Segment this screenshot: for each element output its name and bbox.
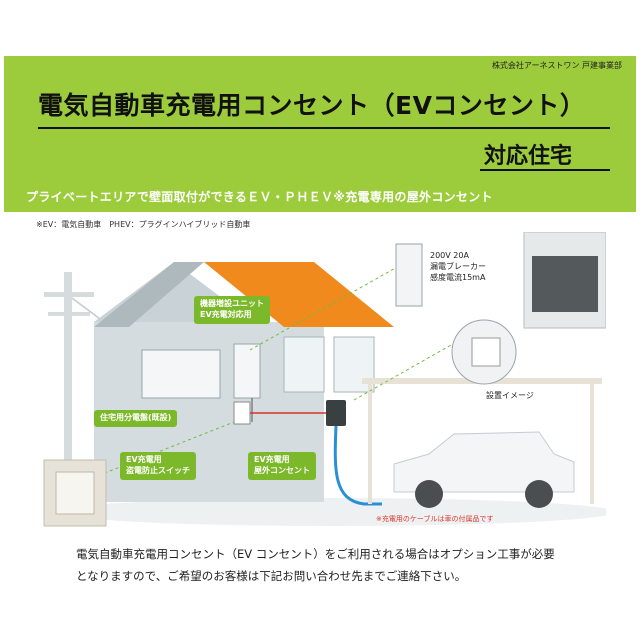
footnote: ※EV：電気自動車 PHEV：プラグインハイブリッド自動車: [36, 220, 251, 229]
window: [283, 336, 325, 393]
expansion-unit-label: 機器増設ユニット EV充電対応用: [194, 296, 270, 324]
pole-crossbar-2: [48, 312, 90, 316]
body-text: 電気自動車充電用コンセント（EV コンセント）をご利用される場合はオプション工事…: [76, 543, 596, 587]
ground-shadow: [54, 498, 614, 526]
charging-cable: [333, 425, 382, 506]
subtitle-underline: [480, 169, 610, 171]
outlet-cover: [532, 256, 598, 312]
anti-theft-switch: [233, 401, 251, 425]
illustration: 機器増設ユニット EV充電対応用 住宅用分電盤(既設) EV充電用 盗電防止スイ…: [34, 231, 614, 532]
roof-side: [94, 262, 204, 327]
carport-post: [368, 384, 372, 504]
page-subtitle: 対応住宅: [484, 144, 573, 169]
car: [393, 431, 575, 493]
distribution-panel-label: 住宅用分電盤(既設): [94, 410, 178, 427]
body-line-1: 電気自動車充電用コンセント（EV コンセント）をご利用される場合はオプション工事…: [76, 547, 555, 561]
expansion-unit: [233, 343, 261, 399]
page-title: 電気自動車充電用コンセント（EVコンセント）: [38, 91, 586, 120]
pole-crossbar: [44, 292, 94, 297]
installed-plug: [471, 337, 501, 367]
installation-image-label: 設置イメージ: [486, 391, 534, 400]
distribution-panel: [141, 349, 221, 399]
ev-outlet: [326, 400, 346, 426]
car-wheel-2: [525, 480, 553, 508]
house-diagram: [43, 231, 614, 527]
outdoor-outlet-label: EV充電用 屋外コンセント: [248, 452, 316, 480]
car-wheel: [415, 480, 443, 508]
header-banner: 株式会社アーネストワン 戸建事業部 電気自動車充電用コンセント（EVコンセント）…: [4, 56, 636, 212]
utility-pole: [64, 272, 72, 502]
body-line-2: となりますので、ご希望のお客様は下記お問い合わせ先までご連絡下さい。: [76, 569, 467, 583]
company-name: 株式会社アーネストワン 戸建事業部: [491, 61, 622, 70]
switch-plate: [55, 471, 95, 515]
tagline: プライベートエリアで壁面取付ができるＥＶ・ＰＨＥＶ※充電専用の屋外コンセント: [26, 190, 493, 204]
breaker-photo: [395, 243, 423, 307]
title-underline: [38, 127, 610, 129]
breaker-spec: 200V 20A 漏電ブレーカー 感度電流15mA: [430, 251, 486, 283]
roof: [204, 262, 394, 327]
carport-post-2: [590, 384, 594, 504]
anti-theft-switch-label: EV充電用 盗電防止スイッチ: [120, 452, 196, 480]
cable-note: ※充電用のケーブルは車の付属品です: [376, 515, 494, 523]
